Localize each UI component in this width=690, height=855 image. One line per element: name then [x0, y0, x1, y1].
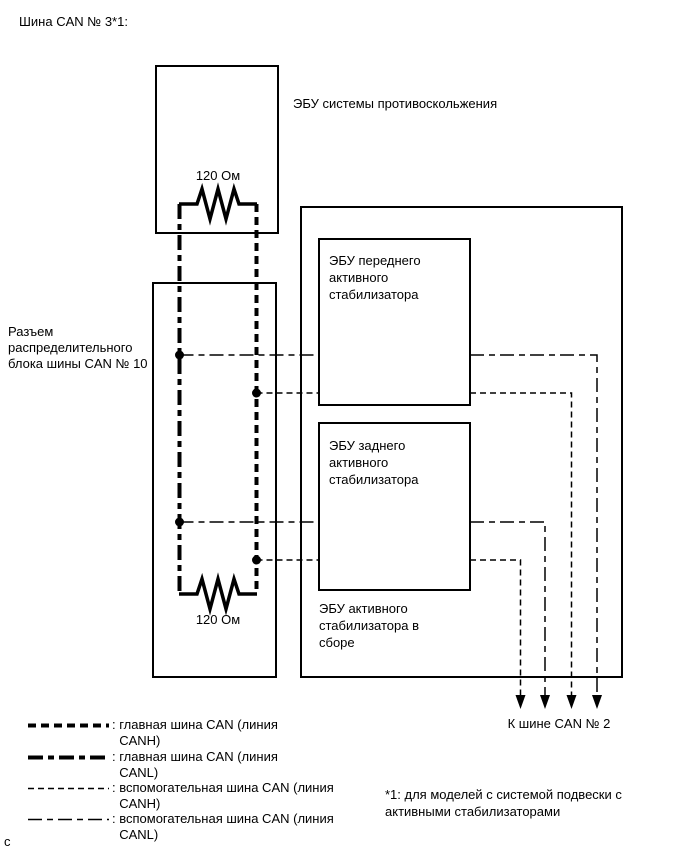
assembly-label: ЭБУ активного стабилизатора в сборе [319, 601, 420, 650]
legend-row-main-canh: : главная шина CAN (линия CANH) [28, 717, 278, 749]
arrow-down-icon [515, 695, 526, 709]
arrow-down-icon [540, 695, 550, 709]
resistor-bottom-value: 120 Ом [195, 612, 241, 627]
aux-canh-rear-to-can2 [470, 559, 522, 697]
aux-canl-rear-to-can2 [470, 521, 546, 697]
footnote: *1: для моделей с системой подвески с ак… [385, 787, 622, 819]
rear-stabilizer-ecu-box [318, 422, 471, 591]
resistor-top-value: 120 Ом [195, 168, 241, 183]
legend-label-main-canh: : главная шина CAN (линия CANH) [112, 717, 278, 748]
legend-row-aux-canh: : вспомогательная шина CAN (линия CANH) [28, 780, 334, 812]
rear-ecu-label: ЭБУ заднего активного стабилизатора [329, 438, 419, 487]
aux-canl-front-to-can2 [470, 354, 598, 697]
skid-ecu-label: ЭБУ системы противоскольжения [293, 96, 498, 111]
legend-sample-aux-canl-icon [28, 818, 109, 821]
legend-sample-main-canl-icon [28, 755, 109, 760]
skid-ecu-box [155, 65, 279, 234]
legend-label-aux-canl: : вспомогательная шина CAN (линия CANL) [112, 811, 334, 842]
arrow-down-icon [566, 695, 577, 709]
legend-label-main-canl: : главная шина CAN (линия CANL) [112, 749, 278, 780]
legend-sample-aux-canh-icon [28, 787, 109, 790]
diagram-title: Шина CAN № 3*1: [19, 14, 128, 29]
terminating-resistor-bottom [179, 572, 257, 616]
front-ecu-label: ЭБУ переднего активного стабилизатора [329, 253, 421, 302]
arrow-down-icon [592, 695, 602, 709]
junction-dot-canh-front [252, 388, 261, 398]
legend-row-main-canl: : главная шина CAN (линия CANL) [28, 749, 278, 781]
junction-dot-canl-front [175, 350, 184, 360]
legend-label-aux-canh: : вспомогательная шина CAN (линия CANH) [112, 780, 334, 811]
junction-connector-label: Разъем распределительного блока шины CAN… [8, 324, 148, 371]
to-can2-label: К шине CAN № 2 [507, 716, 611, 731]
legend-row-aux-canl: : вспомогательная шина CAN (линия CANL) [28, 811, 334, 843]
legend-sample-main-canh-icon [28, 723, 109, 728]
junction-dot-canh-rear [252, 555, 261, 565]
junction-dot-canl-rear [175, 517, 184, 527]
corner-letter: с [4, 834, 11, 849]
terminating-resistor-top [179, 182, 257, 226]
aux-canh-front-to-can2 [470, 392, 573, 697]
front-stabilizer-ecu-box [318, 238, 471, 406]
